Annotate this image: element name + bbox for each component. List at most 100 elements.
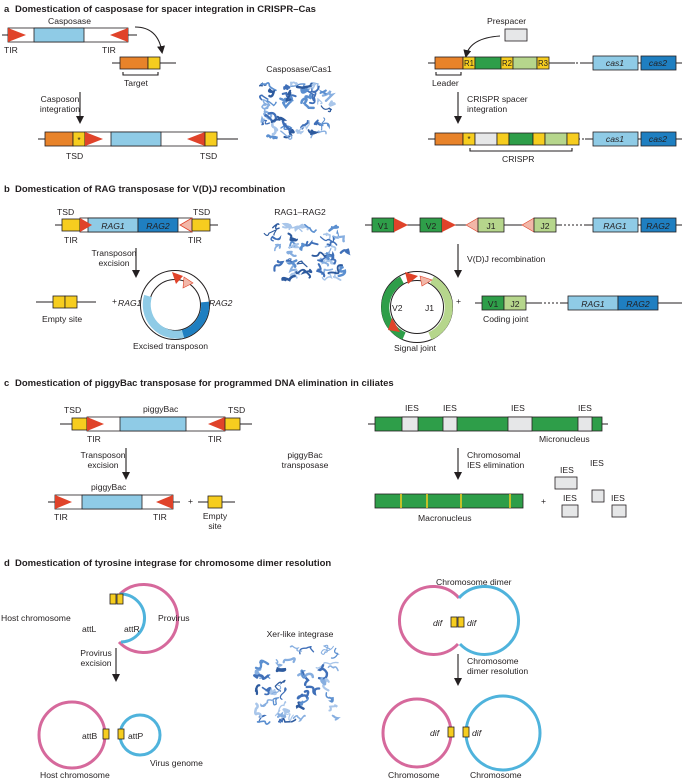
excised-tir-2: [182, 276, 194, 289]
b-plus: +: [112, 296, 117, 306]
virus-genome-label: Virus genome: [150, 758, 203, 768]
protein-ribbon: [322, 644, 331, 653]
ies-label-1: IES: [405, 403, 419, 413]
protein-ribbon: [332, 270, 342, 281]
protein-ribbon: [261, 686, 272, 696]
protein-ribbon: [285, 258, 293, 263]
panel-d-title: Domestication of tyrosine integrase for …: [15, 558, 331, 569]
ies-label-3: IES: [511, 403, 525, 413]
vdj-step-label: V(D)J recombination: [467, 254, 546, 264]
leader-label: Leader: [432, 78, 459, 88]
micronucleus-chromosome: IES IES IES IES Micronucleus: [368, 403, 608, 444]
tir-right-label: TIR: [102, 45, 116, 55]
protein-ribbon: [300, 87, 310, 94]
protein-ribbon: [322, 677, 330, 692]
dif-site-4: [462, 726, 470, 738]
excised-ies-pieces: IES IES IES IES: [554, 458, 627, 518]
vdj-rag1: [592, 217, 639, 233]
casposase-gene: [33, 27, 85, 43]
protein-ribbon: [280, 708, 291, 718]
protein-ribbon: [260, 115, 265, 123]
xer-protein-structure: [253, 644, 341, 725]
c-tir-right-label: TIR: [208, 434, 222, 444]
tsd-left-label: TSD: [66, 151, 83, 161]
mic-ies-1: [401, 416, 419, 432]
ies-label-4: IES: [578, 403, 592, 413]
protein-ribbon: [262, 99, 271, 111]
protein-ribbon: [307, 87, 315, 102]
protein-ribbon: [311, 251, 333, 258]
int-tsd-right: [204, 131, 218, 147]
c-plus-2: +: [541, 496, 546, 506]
b-tir-left-label: TIR: [64, 235, 78, 245]
protein-ribbon: [330, 647, 340, 659]
protein-ribbon: [287, 232, 298, 242]
protein-ribbon: [318, 257, 330, 267]
protein-ribbon: [282, 717, 297, 723]
int-orange: [44, 131, 74, 147]
c-tir-left-2: [55, 495, 72, 509]
int-casposase: [110, 131, 162, 147]
protein-ribbon: [325, 692, 334, 703]
casposase-protein-structure: [258, 81, 336, 140]
dif-label-1: dif: [433, 618, 444, 628]
ies-label-2: IES: [443, 403, 457, 413]
dif-site-3: [447, 726, 455, 738]
panel-a: a Domestication of casposase for spacer …: [2, 4, 682, 164]
star-2: *: [467, 135, 470, 144]
protein-ribbon: [286, 250, 297, 258]
tir-right-triangle: [110, 28, 128, 42]
new-spacer: [474, 132, 498, 146]
micronucleus-label: Micronucleus: [539, 434, 590, 444]
protein-ribbon: [270, 235, 282, 242]
protein-ribbon: [276, 711, 287, 718]
int-tir-right: [187, 132, 205, 146]
cas1-label-2: cas1: [606, 134, 624, 144]
v1-label: V1: [378, 221, 389, 231]
sj-rss-2: [405, 272, 418, 284]
spacer1b: [508, 132, 534, 146]
protein-ribbon: [270, 115, 288, 124]
protein-ribbon: [316, 263, 326, 278]
attl-label: attL: [82, 624, 97, 634]
c-tir-left-label: TIR: [87, 434, 101, 444]
vdj-rag2-label: RAG2: [646, 221, 670, 231]
panel-b: b Domestication of RAG transposase for V…: [4, 184, 682, 353]
attp-label: attP: [128, 731, 144, 741]
ies-piece-label-4: IES: [611, 493, 625, 503]
protein-ribbon: [299, 242, 307, 252]
tir-left-triangle: [8, 28, 26, 42]
cj-rag2-label: RAG2: [626, 299, 650, 309]
r3-box: [536, 56, 550, 70]
protein-ribbon: [266, 98, 277, 107]
protein-ribbon: [263, 228, 278, 237]
protein-ribbon: [274, 701, 287, 717]
int-tir-left: [85, 132, 103, 146]
protein-ribbon: [281, 95, 294, 109]
protein-ribbon: [322, 232, 331, 242]
ies-piece-2: [591, 489, 605, 503]
prespacer-box: [504, 28, 528, 42]
c-tsd-left: TSD: [64, 405, 81, 415]
protein-ribbon: [300, 669, 306, 679]
protein-ribbon: [296, 689, 310, 700]
panel-b-letter: b: [4, 184, 10, 195]
protein-ribbon: [330, 250, 337, 265]
target-orange: [119, 56, 149, 70]
protein-ribbon: [315, 661, 339, 669]
cas1-gene-2: [592, 131, 639, 147]
dif-label-3: dif: [430, 728, 441, 738]
protein-ribbon: [253, 674, 270, 681]
attr-label: attR: [124, 624, 140, 634]
vdj-rag1-label: RAG1: [603, 221, 627, 231]
leader-box: [434, 56, 464, 70]
cas2-gene: [640, 55, 677, 71]
protein-ribbon: [328, 704, 338, 712]
cj-v1-label: V1: [488, 299, 499, 309]
